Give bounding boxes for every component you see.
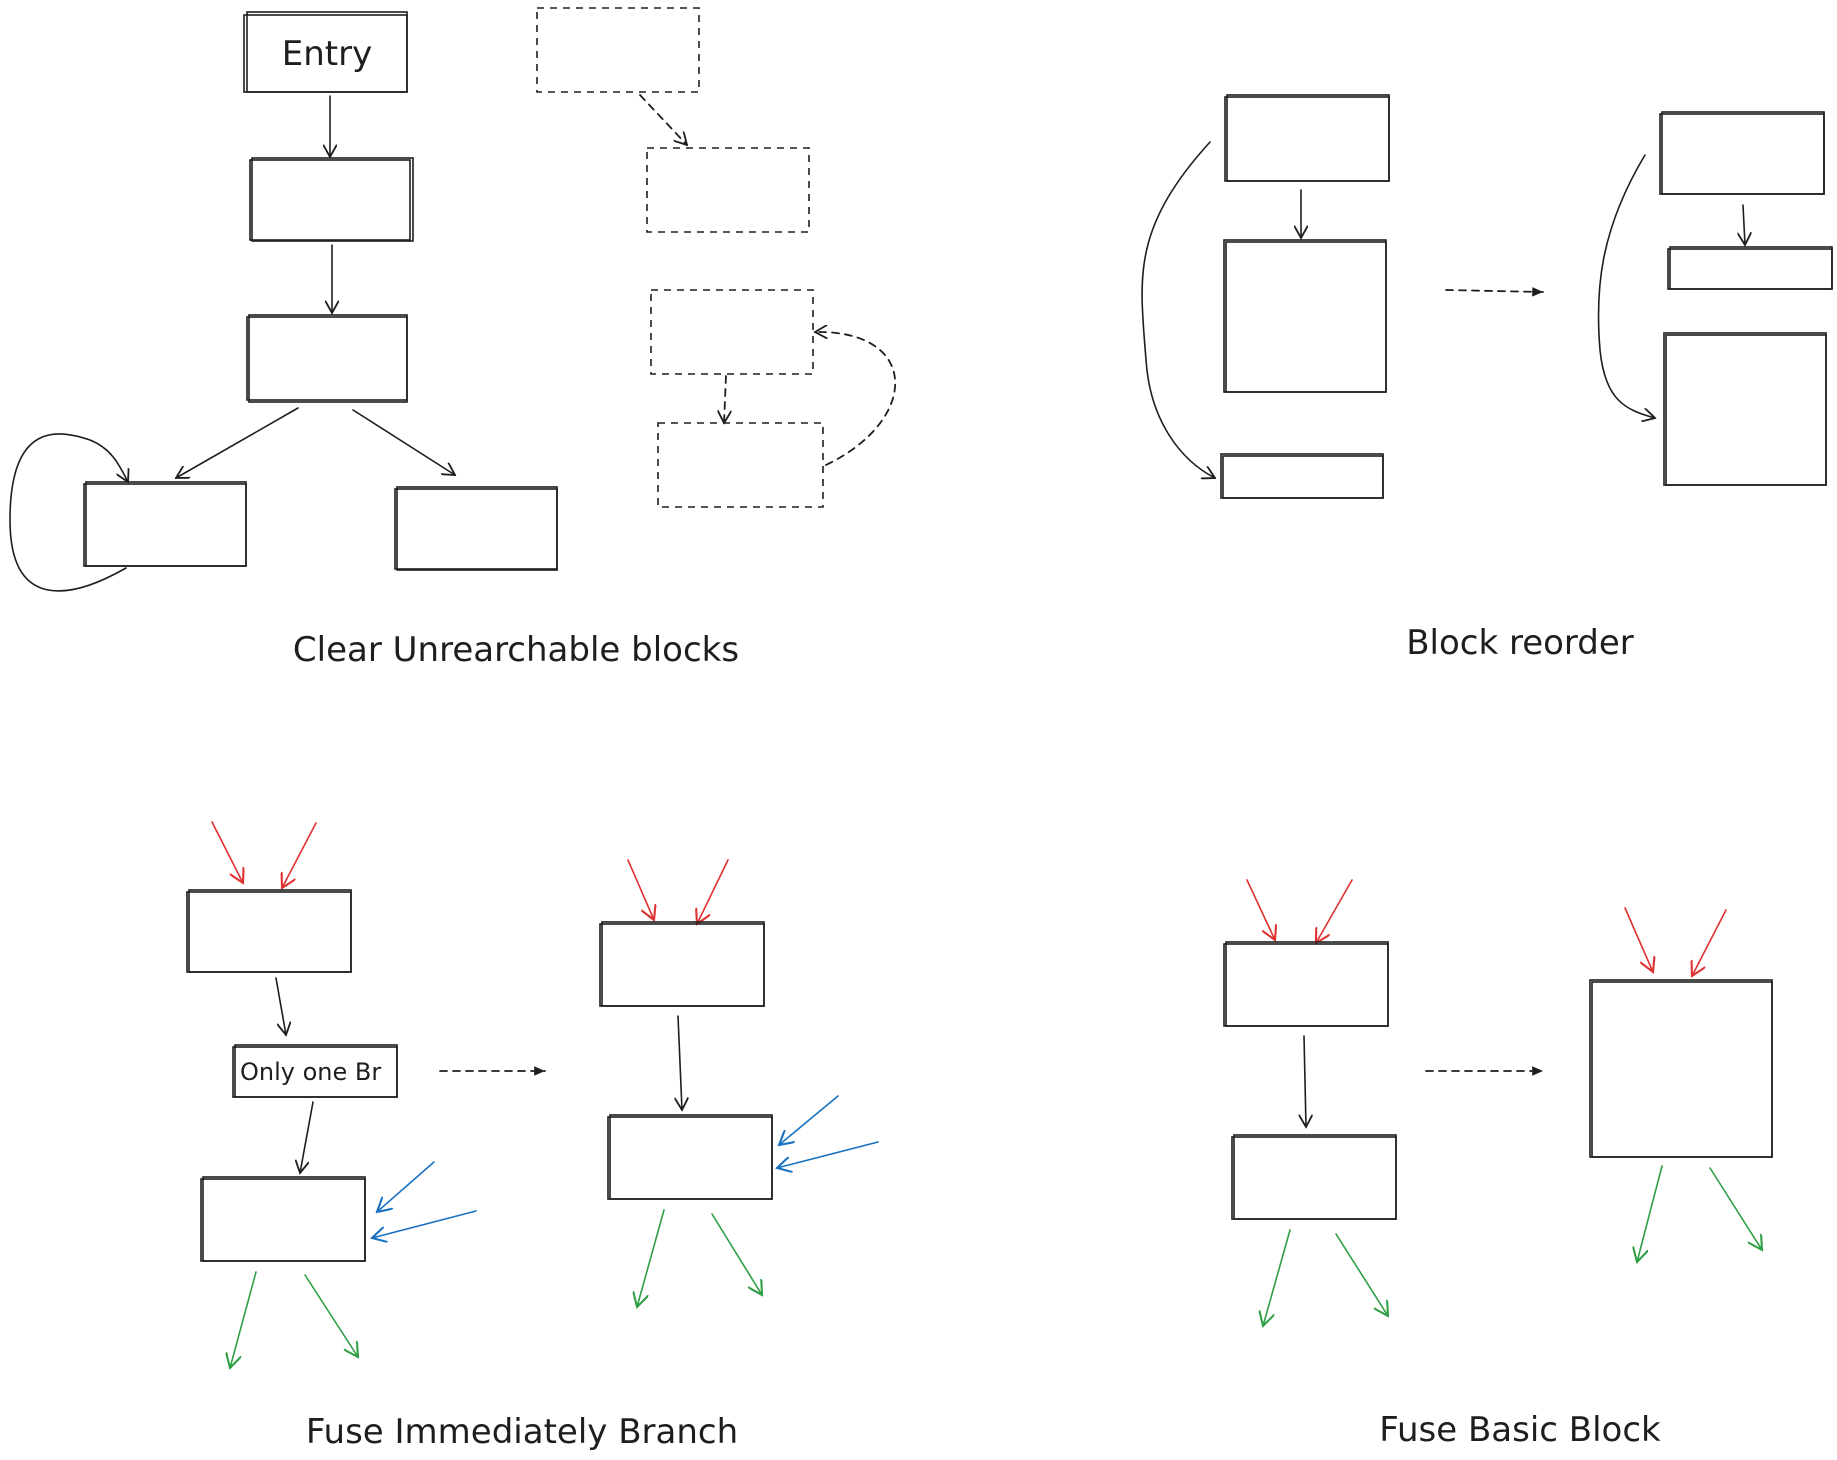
cfg-block-right-sketch bbox=[394, 488, 558, 570]
fib-before-top-sketch bbox=[186, 891, 352, 973]
reorder-after-top-sketch bbox=[1659, 113, 1825, 195]
unreachable-block-4 bbox=[657, 422, 824, 508]
reorder-after-arrow-top-to-large bbox=[1597, 154, 1655, 418]
unreachable-block-1 bbox=[536, 7, 700, 93]
fib-after-top bbox=[601, 921, 765, 1007]
reorder-before-arrow-top-to-bottom bbox=[1141, 141, 1215, 478]
cfg-block-2-sketch bbox=[251, 157, 414, 242]
fbb-fused-block bbox=[1589, 979, 1773, 1158]
fib-after-arrow-top-to-bottom bbox=[678, 1015, 682, 1110]
reorder-before-bottom bbox=[1220, 453, 1384, 499]
cfg-block-3 bbox=[246, 316, 408, 401]
panel-block-reorder: Block reorder bbox=[1141, 94, 1833, 663]
fib-after-side-blue-1 bbox=[779, 1095, 839, 1145]
fbb-fused-block-sketch bbox=[1591, 981, 1773, 1158]
fib-arrow-top-to-branch bbox=[275, 977, 286, 1035]
fbb-incoming-red-2 bbox=[1316, 879, 1353, 943]
reorder-before-middle-sketch bbox=[1225, 241, 1387, 393]
fbb-incoming-red-1 bbox=[1246, 879, 1275, 940]
fib-after-incoming-red-2 bbox=[697, 859, 729, 924]
fib-after-side-blue-2 bbox=[777, 1141, 879, 1168]
arrow-self-loop bbox=[9, 433, 128, 592]
fib-after-incoming-red-1 bbox=[627, 859, 654, 920]
cfg-block-right bbox=[396, 486, 558, 571]
fbb-after-incoming-red-2 bbox=[1692, 909, 1727, 976]
reorder-before-top bbox=[1226, 94, 1390, 182]
fib-before-bottom bbox=[202, 1176, 366, 1262]
incoming-edge-red-2 bbox=[282, 822, 317, 888]
cfg-block-self-loop-sketch bbox=[83, 483, 247, 567]
reorder-transform-arrow bbox=[1445, 286, 1544, 297]
only-one-branch-label-clip: Only one Br bbox=[240, 1058, 381, 1086]
caption-fuse-immediately-branch: Fuse Immediately Branch bbox=[306, 1412, 738, 1452]
fbb-arrow-top-to-bottom bbox=[1304, 1035, 1306, 1127]
panel-fuse-immediately-branch: Only one Br Fuse Immediately Branch bbox=[186, 821, 879, 1452]
fib-before-top bbox=[188, 889, 352, 973]
cfg-block-self-loop bbox=[85, 481, 247, 567]
fib-after-outgoing-green-1 bbox=[637, 1209, 665, 1307]
reorder-after-large bbox=[1663, 332, 1827, 486]
entry-block-sketch bbox=[243, 14, 408, 93]
reorder-before-top-sketch bbox=[1224, 96, 1390, 182]
reorder-after-arrow-top-to-small bbox=[1743, 204, 1745, 245]
reorder-after-small-sketch bbox=[1667, 248, 1833, 290]
only-one-branch-block-sketch bbox=[232, 1046, 398, 1098]
fib-after-bottom bbox=[609, 1114, 773, 1200]
caption-block-reorder: Block reorder bbox=[1406, 623, 1634, 663]
caption-fuse-basic-block: Fuse Basic Block bbox=[1379, 1410, 1661, 1450]
incoming-edge-red-1 bbox=[211, 821, 243, 883]
panel-fuse-basic-block: Fuse Basic Block bbox=[1223, 879, 1773, 1450]
fbb-outgoing-green-1 bbox=[1263, 1229, 1291, 1326]
reorder-before-bottom-sketch bbox=[1222, 455, 1384, 499]
side-edge-blue-2 bbox=[372, 1210, 477, 1238]
fib-before-bottom-sketch bbox=[200, 1178, 366, 1262]
outgoing-edge-green-1 bbox=[230, 1271, 257, 1368]
side-edge-blue-1 bbox=[377, 1161, 435, 1212]
reorder-after-small bbox=[1669, 246, 1833, 290]
fbb-before-top-sketch bbox=[1223, 943, 1389, 1027]
cfg-block-2 bbox=[249, 159, 411, 241]
reorder-after-top bbox=[1661, 111, 1825, 195]
dashed-arrow-u3-to-u4 bbox=[724, 375, 726, 423]
cfg-block-3-sketch bbox=[248, 314, 408, 403]
fbb-after-outgoing-green-2 bbox=[1709, 1167, 1762, 1250]
dashed-arrow-u4-to-u3 bbox=[815, 332, 897, 466]
panel-clear-unreachable: Entry Clear Unrearchable blocks bbox=[9, 7, 897, 670]
caption-clear-unreachable: Clear Unrearchable blocks bbox=[293, 630, 739, 670]
arrow-b3-to-right bbox=[352, 409, 455, 475]
fib-after-outgoing-green-2 bbox=[711, 1213, 762, 1295]
fbb-before-top bbox=[1225, 941, 1389, 1027]
fbb-outgoing-green-2 bbox=[1335, 1233, 1388, 1316]
fbb-after-incoming-red-1 bbox=[1624, 907, 1653, 972]
unreachable-block-2 bbox=[646, 147, 810, 233]
dashed-arrow-u1-to-u2 bbox=[639, 94, 687, 145]
outgoing-edge-green-2 bbox=[304, 1274, 358, 1357]
fbb-after-outgoing-green-1 bbox=[1637, 1165, 1663, 1262]
reorder-before-middle bbox=[1223, 239, 1387, 393]
arrow-b3-to-left bbox=[176, 407, 299, 478]
reorder-after-large-sketch bbox=[1665, 334, 1827, 486]
unreachable-block-3 bbox=[650, 289, 814, 375]
entry-label: Entry bbox=[282, 34, 372, 74]
fib-arrow-branch-to-bottom bbox=[300, 1101, 314, 1173]
fbb-before-bottom bbox=[1233, 1134, 1397, 1220]
fib-after-bottom-sketch bbox=[607, 1116, 773, 1200]
fib-after-top-sketch bbox=[599, 923, 765, 1007]
fbb-before-bottom-sketch bbox=[1231, 1136, 1397, 1220]
only-one-branch-label: Only one Br bbox=[240, 1058, 381, 1086]
